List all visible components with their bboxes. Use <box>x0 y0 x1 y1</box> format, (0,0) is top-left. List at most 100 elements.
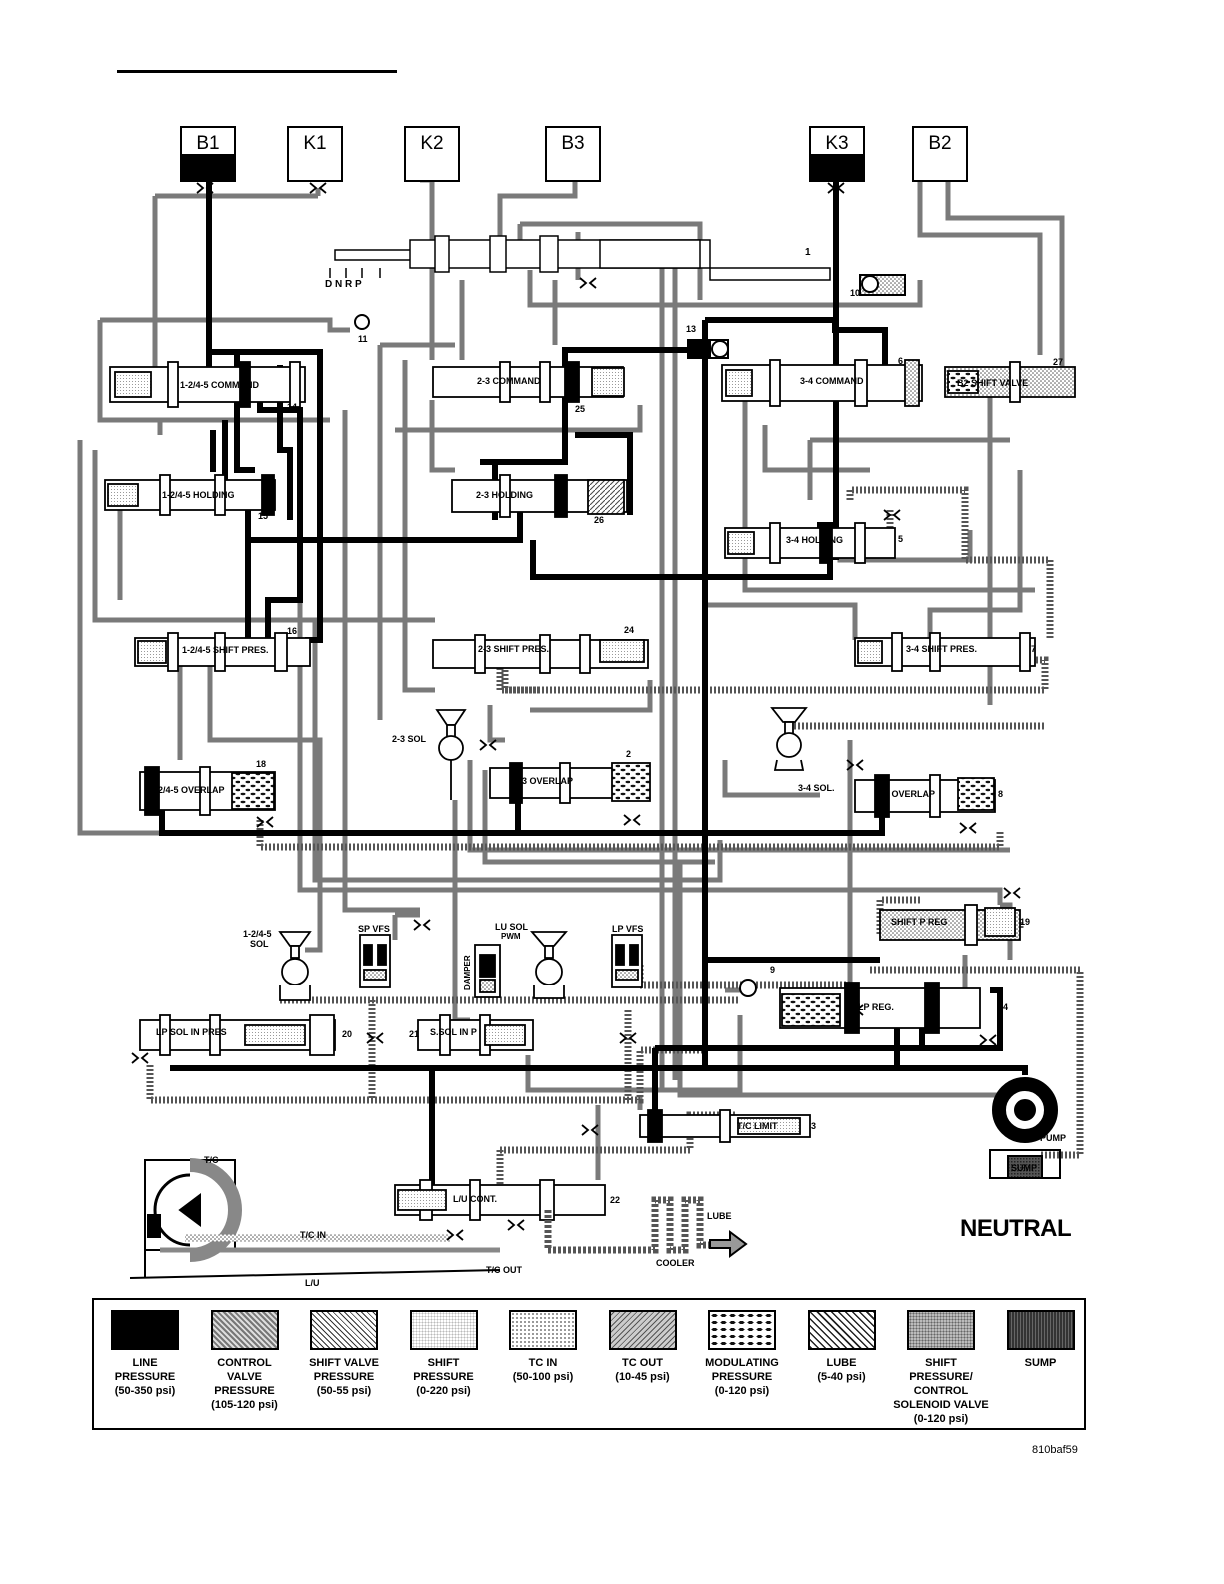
label-19: 19 <box>1020 917 1030 927</box>
lp-vfs-icon <box>611 934 643 988</box>
label-pump: PUMP <box>1040 1133 1066 1143</box>
sol-23-icon <box>435 709 467 800</box>
restrictor-4 <box>579 277 597 289</box>
label-sol-1245-b: SOL <box>250 939 269 949</box>
label-tc-in: T/C IN <box>300 1230 326 1240</box>
restrictor-3 <box>827 182 845 194</box>
restrictor-2 <box>309 182 327 194</box>
valve-shift-34 <box>854 632 1036 672</box>
valve-tc-limit <box>639 1109 811 1143</box>
valve-label-cmd-34: 3-4 COMMAND <box>800 376 864 386</box>
valve-b2-shift <box>944 361 1076 403</box>
clutch-b3: B3 <box>545 126 601 182</box>
legend-item-lube: LUBE (5-40 psi) <box>793 1310 891 1384</box>
legend: LINE PRESSURE (50-350 psi)CONTROL VALVE … <box>92 1298 1086 1430</box>
valve-hold-23 <box>451 474 628 518</box>
clutch-label-b1: B1 <box>196 133 219 154</box>
valve-shift-p-reg <box>879 904 1021 946</box>
label-sol-1245-a: 1-2/4-5 <box>243 929 272 939</box>
valve-label-shift-1245: 1-2/4-5 SHIFT PRES. <box>182 645 269 655</box>
legend-label-line: LINE PRESSURE (50-350 psi) <box>114 1357 176 1397</box>
valve-label-hold-23: 2-3 HOLDING <box>476 490 533 500</box>
legend-swatch-tcout <box>608 1310 677 1350</box>
legend-swatch-shift <box>409 1310 478 1350</box>
legend-swatch-line <box>111 1310 179 1350</box>
restrictor-8 <box>413 919 431 931</box>
valve-cmd-23 <box>432 361 625 403</box>
valve-cmd-34 <box>721 359 923 407</box>
label-11: 11 <box>358 334 368 344</box>
clutch-label-k2: K2 <box>420 133 443 154</box>
legend-swatch-modulating <box>708 1310 776 1350</box>
valve-label-shift-p-reg: SHIFT P REG <box>891 917 947 927</box>
label-lp-vfs: LP VFS <box>612 924 643 934</box>
legend-item-tcout: TC OUT (10-45 psi) <box>594 1310 692 1384</box>
restrictor-12 <box>883 509 901 521</box>
restrictor-7 <box>366 1032 384 1044</box>
clutch-b2: B2 <box>912 126 968 182</box>
valve-lp-reg <box>779 982 981 1034</box>
valve-label-tc-limit: T/C LIMIT <box>737 1121 778 1131</box>
check-ball-11 <box>354 314 370 330</box>
legend-item-line: LINE PRESSURE (50-350 psi) <box>96 1310 194 1398</box>
valve-label-overlap-34: 3-4 OVERLAP <box>876 789 935 799</box>
sp-vfs-icon <box>359 934 391 988</box>
restrictor-11 <box>846 759 864 771</box>
label-4: 4 <box>1003 1002 1008 1012</box>
clutch-k1: K1 <box>287 126 343 182</box>
label-lu: L/U <box>305 1278 320 1288</box>
label-lube: LUBE <box>707 1211 732 1221</box>
label-13: 13 <box>686 324 696 334</box>
lu-sol-icon <box>530 931 568 999</box>
label-sol-34: 3-4 SOL. <box>798 783 835 793</box>
label-5: 5 <box>898 534 903 544</box>
damper-icon <box>474 944 501 998</box>
valve-bodies <box>104 359 1076 1221</box>
valve-overlap-1245 <box>139 766 276 816</box>
solenoids <box>278 707 808 1001</box>
legend-label-sump: SUMP <box>1024 1357 1057 1369</box>
valve-shift-23 <box>432 634 649 674</box>
restrictor-18 <box>446 1229 464 1241</box>
clutch-label-k1: K1 <box>303 133 326 154</box>
restrictor-15 <box>623 814 641 826</box>
legend-item-shift: SHIFT PRESSURE (0-220 psi) <box>395 1310 493 1398</box>
label-tc-out: T/C OUT <box>486 1265 522 1275</box>
valve-label-overlap-1245: 1-2/4-5 OVERLAP <box>150 785 225 795</box>
manual-valve <box>329 235 831 281</box>
clutch-k2: K2 <box>404 126 460 182</box>
legend-swatch-lube <box>807 1310 876 1350</box>
valve-label-shift-23: 2-3 SHIFT PRES. <box>478 644 549 654</box>
label-26: 26 <box>594 515 604 525</box>
valve-lu-cont <box>394 1179 606 1221</box>
labels: D N R P 1 1-2/4-5 COMMAND 1-2/4-5 HOLDIN… <box>150 247 1066 1288</box>
mode-label: NEUTRAL <box>960 1215 1072 1242</box>
clutch-b1: B1 <box>180 126 236 182</box>
label-18: 18 <box>256 759 266 769</box>
check-ball-9 <box>739 979 757 997</box>
label-24: 24 <box>624 625 634 635</box>
label-1: 1 <box>805 247 811 258</box>
valve-label-lp-reg: LP REG. <box>858 1002 894 1012</box>
valve-s-sol-in <box>417 1014 534 1056</box>
label-3: 3 <box>811 1121 816 1131</box>
label-15: 15 <box>258 511 268 521</box>
legend-item-modulating: MODULATING PRESSURE (0-120 psi) <box>693 1310 791 1398</box>
clutch-k3: K3 <box>809 126 865 182</box>
label-lu-sol: LU SOL <box>495 922 529 932</box>
clutch-label-k3: K3 <box>825 133 848 154</box>
legend-swatch-tcin <box>509 1310 577 1350</box>
valve-overlap-34 <box>854 774 996 818</box>
legend-label-shiftvalve: SHIFT VALVE PRESSURE (50-55 psi) <box>309 1357 379 1397</box>
valve-label-cmd-1245: 1-2/4-5 COMMAND <box>180 380 260 390</box>
valve-label-hold-1245: 1-2/4-5 HOLDING <box>162 490 235 500</box>
legend-label-lube: LUBE (5-40 psi) <box>817 1357 866 1383</box>
restrictor-10 <box>131 1052 149 1064</box>
label-sp-vfs: SP VFS <box>358 924 390 934</box>
valve-label-lp-sol-in: LP SOL IN PRES <box>156 1027 227 1037</box>
label-9: 9 <box>770 965 775 975</box>
label-lu-pwm: PWM <box>501 932 521 941</box>
label-14: 14 <box>287 402 297 412</box>
label-10: 10 <box>850 288 860 298</box>
